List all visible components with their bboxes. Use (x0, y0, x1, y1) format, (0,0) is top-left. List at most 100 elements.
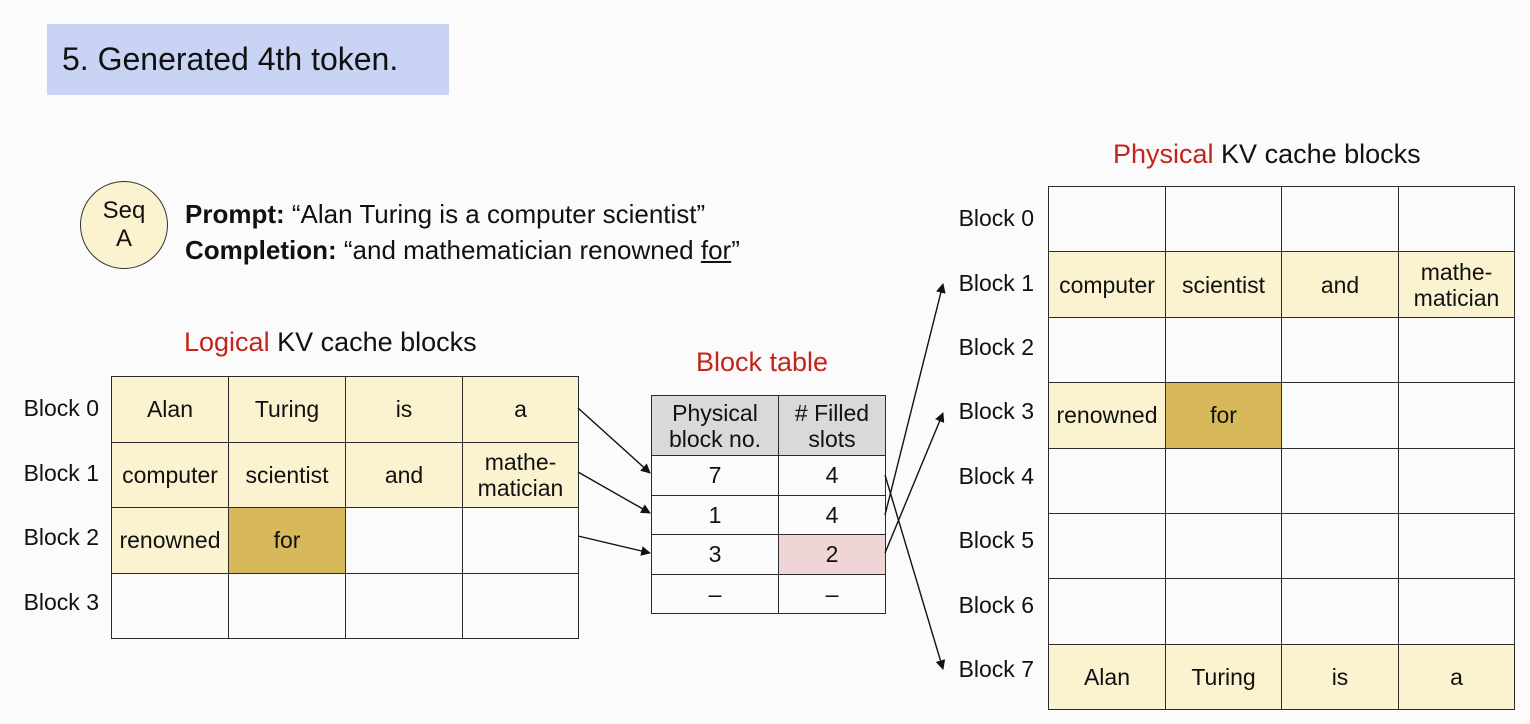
sequence-badge-line1: Seq (102, 197, 146, 224)
physical-row-label-2: Block 2 (958, 334, 1034, 360)
block-table-physical-no-cell: 1 (651, 494, 779, 535)
logical-cell (462, 572, 579, 639)
logical-row-label-2: Block 2 (23, 524, 99, 551)
arrow-logical1-to-table (577, 471, 651, 514)
completion-new-token: for (700, 235, 732, 265)
logical-cell: mathe-matician (462, 441, 579, 508)
logical-row-3 (111, 572, 579, 639)
physical-cell (1281, 382, 1399, 449)
physical-cell (1165, 316, 1282, 384)
physical-cell (1281, 447, 1399, 514)
physical-blocks-title: Physical KV cache blocks (1113, 139, 1421, 170)
sequence-badge: Seq A (80, 181, 168, 269)
physical-row-5 (1048, 512, 1515, 580)
completion-close-quote: ” (731, 235, 740, 265)
physical-cell (1281, 316, 1399, 384)
logical-cell: Turing (228, 376, 346, 443)
physical-cell (1048, 316, 1166, 384)
physical-cell (1398, 578, 1515, 645)
physical-cell: computer (1048, 251, 1166, 318)
logical-row-label-0: Block 0 (23, 395, 99, 422)
block-table-row: –– (651, 573, 886, 614)
block-table-filled-slots-cell: 4 (778, 494, 886, 535)
arrow-table-row0-to-physical7 (884, 474, 946, 670)
physical-title-highlight: Physical (1113, 139, 1214, 169)
completion-line: Completion: “and mathematician renowned … (185, 235, 740, 266)
physical-cell: a (1398, 643, 1515, 711)
physical-cell (1165, 512, 1282, 580)
completion-label: Completion: (185, 235, 337, 265)
physical-cell: for (1165, 382, 1282, 449)
logical-cell: computer (111, 441, 229, 508)
block-table-physical-no-cell: 3 (651, 534, 779, 575)
block-table-title: Block table (696, 347, 829, 377)
block-table-physical-no-cell: 7 (651, 455, 779, 496)
step-banner-text: 5. Generated 4th token. (62, 41, 399, 77)
logical-row-label-1: Block 1 (23, 459, 99, 486)
physical-cell: Alan (1048, 643, 1166, 711)
physical-cell (1048, 185, 1166, 253)
prompt-label: Prompt: (185, 199, 285, 229)
arrow-table-row1-to-physical1 (884, 283, 946, 516)
physical-row-label-1: Block 1 (958, 269, 1034, 296)
logical-cell: and (345, 441, 463, 508)
logical-cell: Alan (111, 376, 229, 443)
physical-cell: is (1281, 643, 1399, 711)
physical-row-0 (1048, 185, 1515, 253)
physical-row-2 (1048, 316, 1515, 384)
physical-cell (1048, 447, 1166, 514)
physical-row-4 (1048, 447, 1515, 514)
physical-row-label-3: Block 3 (958, 398, 1034, 425)
logical-row-label-3: Block 3 (23, 588, 99, 615)
physical-cell (1398, 447, 1515, 514)
physical-cell: mathe-matician (1398, 251, 1515, 318)
logical-cell: is (345, 376, 463, 443)
logical-cell: renowned (111, 507, 229, 574)
physical-cell: Turing (1165, 643, 1282, 711)
logical-cell (462, 507, 579, 574)
prompt-line: Prompt: “Alan Turing is a computer scien… (185, 199, 705, 230)
logical-title-rest: KV cache blocks (269, 327, 477, 357)
physical-cell (1165, 185, 1282, 253)
arrow-logical0-to-table (577, 407, 651, 474)
logical-cell: for (228, 507, 346, 574)
physical-cell (1048, 578, 1166, 645)
physical-cell (1398, 512, 1515, 580)
logical-cell (228, 572, 346, 639)
physical-row-label-5: Block 5 (958, 527, 1034, 554)
physical-cell (1165, 447, 1282, 514)
physical-row-label-0: Block 0 (958, 205, 1034, 232)
physical-cell (1165, 578, 1282, 645)
logical-cell: scientist (228, 441, 346, 508)
arrow-logical2-to-table (577, 535, 651, 556)
physical-cell: renowned (1048, 382, 1166, 449)
sequence-badge-line2: A (115, 225, 132, 252)
physical-cell (1281, 512, 1399, 580)
physical-cell (1048, 512, 1166, 580)
physical-cell: and (1281, 251, 1399, 318)
logical-cell (345, 572, 463, 639)
physical-cell (1398, 316, 1515, 384)
physical-row-6 (1048, 578, 1515, 645)
physical-row-label-6: Block 6 (958, 591, 1034, 618)
physical-row-label-4: Block 4 (958, 462, 1034, 489)
physical-cell (1398, 382, 1515, 449)
logical-cell (111, 572, 229, 639)
arrow-table-row2-to-physical3 (884, 412, 945, 554)
completion-text: “and mathematician renowned (336, 235, 701, 265)
physical-cell: scientist (1165, 251, 1282, 318)
block-table-filled-slots-cell: 4 (778, 455, 886, 496)
prompt-text: “Alan Turing is a computer scientist” (284, 199, 706, 229)
physical-row-label-7: Block 7 (958, 656, 1034, 682)
